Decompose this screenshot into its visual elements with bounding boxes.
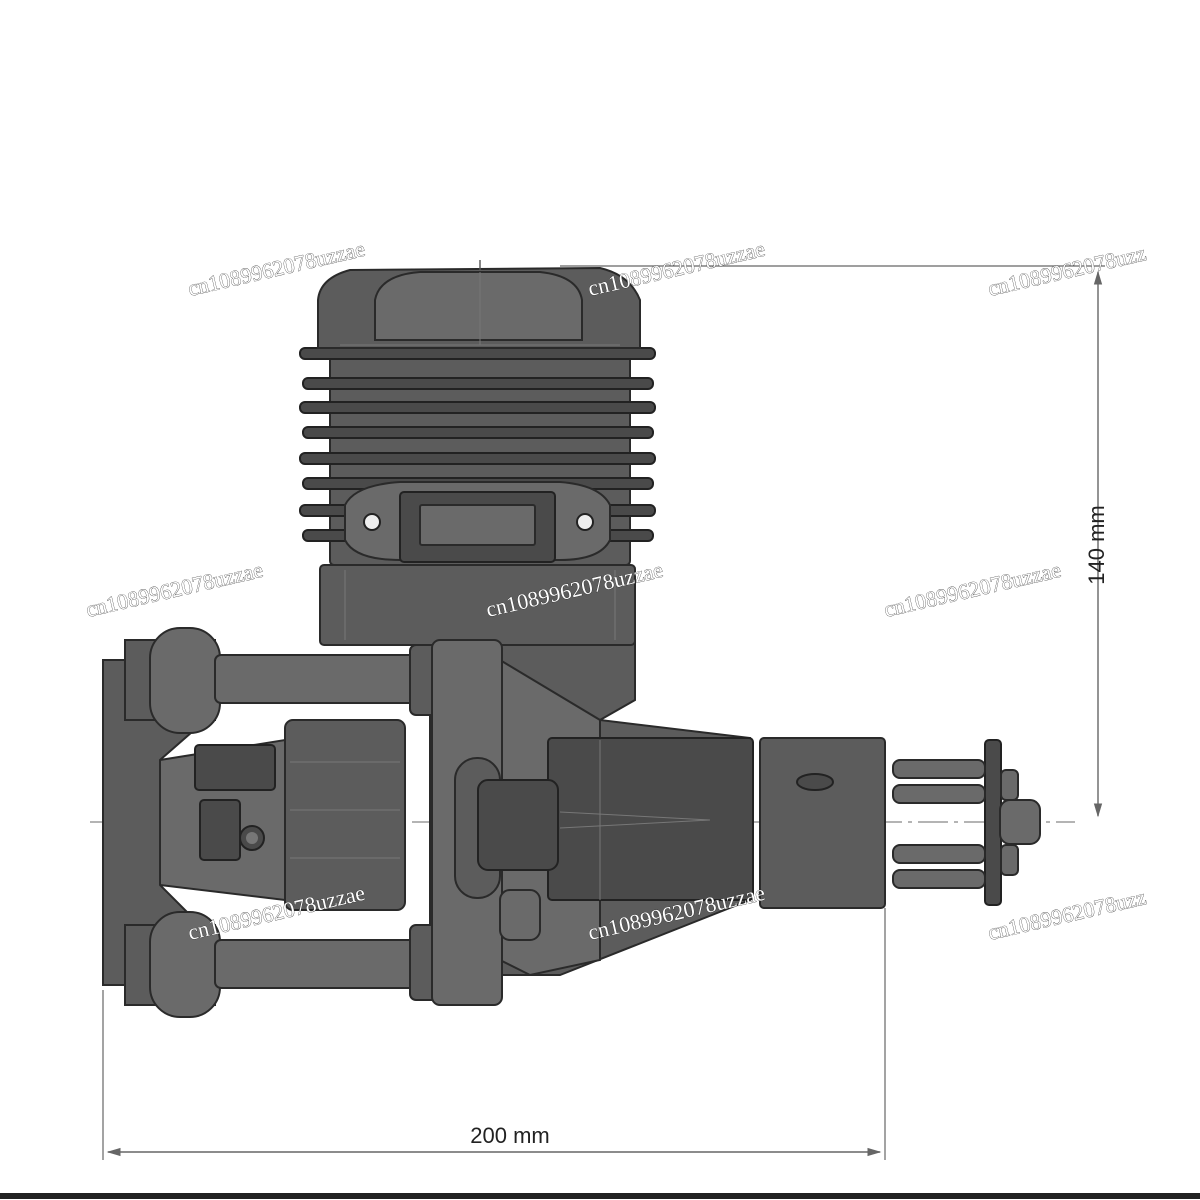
watermark-text: cn1089962078uzzae	[586, 236, 768, 301]
drive-hub	[759, 737, 886, 909]
width-dimension-label: 200 mm	[470, 1123, 549, 1148]
watermark-text: cn1089962078uzzae	[84, 557, 266, 622]
prop-bolts	[892, 739, 1041, 906]
carburetor	[159, 719, 406, 911]
engine	[102, 260, 1041, 1018]
watermark-text: cn1089962078uzz	[986, 884, 1149, 945]
height-dimension-label: 140 mm	[1084, 505, 1109, 584]
mounting-frame	[102, 627, 559, 1018]
watermark-text: cn1089962078uzzae	[882, 557, 1064, 622]
watermark-text: cn1089962078uzz	[986, 240, 1149, 301]
